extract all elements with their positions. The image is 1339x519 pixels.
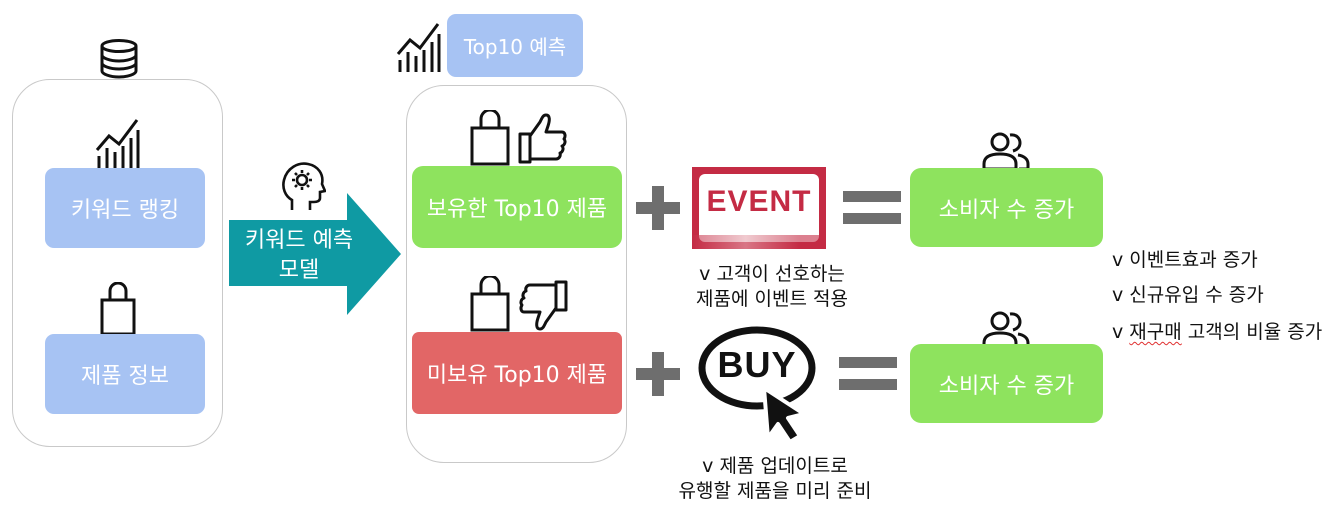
plus-icon bbox=[636, 186, 680, 230]
trend-chart-icon bbox=[396, 23, 441, 72]
effect-prefix: v bbox=[1112, 321, 1130, 343]
effect-item: v 신규유입 수 증가 bbox=[1112, 284, 1264, 306]
arrow-label-line2: 모델 bbox=[278, 258, 320, 283]
event-sign: EVENT bbox=[692, 167, 826, 249]
repurchase-word: 재구매 bbox=[1129, 321, 1182, 343]
top10-prediction-label: Top10 예측 bbox=[447, 14, 583, 77]
product-info-box: 제품 정보 bbox=[45, 334, 205, 414]
shopping-bag-icon bbox=[100, 282, 136, 336]
equals-icon bbox=[839, 357, 897, 368]
effect-item: v 이벤트효과 증가 bbox=[1112, 249, 1258, 271]
buy-note-line1: v 제품 업데이트로 bbox=[702, 455, 848, 477]
shopping-bag-icon bbox=[470, 110, 510, 166]
ai-head-gear-icon bbox=[282, 162, 326, 210]
buy-sign-text: BUY bbox=[717, 344, 797, 385]
buy-click-icon bbox=[698, 326, 816, 444]
top10-prediction-text: Top10 예측 bbox=[463, 35, 567, 59]
shopping-bag-icon bbox=[470, 276, 510, 332]
consumer-increase-label: 소비자 수 증가 bbox=[938, 373, 1075, 399]
keyword-ranking-box: 키워드 랭킹 bbox=[45, 168, 205, 248]
database-icon bbox=[100, 39, 138, 79]
consumer-increase-box-bottom: 소비자 수 증가 bbox=[910, 344, 1103, 423]
owned-top10-box: 보유한 Top10 제품 bbox=[412, 166, 622, 248]
consumer-increase-box-top: 소비자 수 증가 bbox=[910, 168, 1103, 247]
buy-note-line2: 유행할 제품을 미리 준비 bbox=[678, 480, 872, 502]
users-icon bbox=[982, 132, 1030, 171]
keyword-ranking-label: 키워드 랭킹 bbox=[70, 198, 180, 223]
effect-item: v 재구매 고객의 비율 증가 bbox=[1112, 317, 1322, 344]
plus-icon bbox=[636, 352, 680, 396]
trend-chart-icon bbox=[95, 119, 140, 168]
consumer-increase-label: 소비자 수 증가 bbox=[938, 197, 1075, 223]
unowned-top10-box: 미보유 Top10 제품 bbox=[412, 332, 622, 414]
event-note-line1: v 고객이 선호하는 bbox=[699, 263, 845, 285]
thumbs-down-icon bbox=[519, 280, 568, 331]
users-icon bbox=[982, 311, 1030, 350]
event-sign-text: EVENT bbox=[706, 185, 812, 218]
equals-icon bbox=[843, 191, 901, 202]
product-info-label: 제품 정보 bbox=[81, 364, 169, 389]
event-note-line2: 제품에 이벤트 적용 bbox=[696, 288, 848, 310]
owned-top10-label: 보유한 Top10 제품 bbox=[426, 197, 608, 222]
effect-rest: 고객의 비율 증가 bbox=[1181, 321, 1323, 343]
thumbs-up-icon bbox=[518, 113, 567, 164]
prediction-model-arrow bbox=[229, 193, 401, 315]
arrow-label-line1: 키워드 예측 bbox=[244, 228, 354, 253]
unowned-top10-label: 미보유 Top10 제품 bbox=[426, 363, 608, 388]
